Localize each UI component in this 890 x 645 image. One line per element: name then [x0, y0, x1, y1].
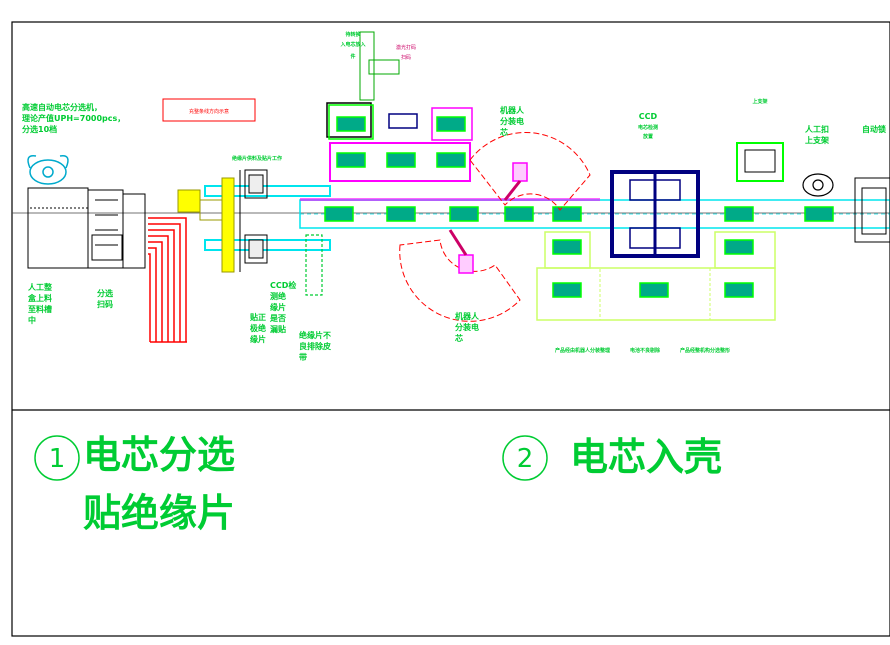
stage-2-circle	[502, 435, 548, 481]
label-reject: 绝缘片不 良排除皮 带	[299, 330, 331, 362]
svg-text:理论产值UPH=7000pcs，: 理论产值UPH=7000pcs，	[22, 113, 125, 123]
svg-text:人工整: 人工整	[28, 282, 52, 292]
svg-text:中: 中	[28, 315, 36, 325]
top-buffer-station	[326, 31, 473, 182]
label-bottom-note-1: 产品经由机器人分装整理	[555, 347, 610, 354]
sorter-machine	[27, 187, 146, 269]
svg-text:入电芯放入: 入电芯放入	[340, 41, 365, 48]
svg-text:测绝: 测绝	[270, 291, 286, 301]
svg-text:件: 件	[350, 53, 355, 60]
battery-trays	[324, 116, 834, 298]
label-ccd: CCD 电芯检测 放置	[638, 112, 658, 140]
label-top-right-note: 激光打码 扫码	[396, 44, 416, 61]
robot-bottom	[399, 229, 521, 322]
label-manual-load: 人工整 盒上料 至料槽 中	[27, 282, 52, 325]
svg-text:电芯检测: 电芯检测	[638, 124, 658, 131]
auto-lock-machine	[854, 177, 890, 243]
label-auto-lock: 自动锁	[862, 124, 886, 134]
svg-text:CCD: CCD	[639, 112, 658, 121]
svg-text:带: 带	[299, 352, 307, 362]
svg-text:人工扣: 人工扣	[805, 124, 829, 134]
note-box	[162, 98, 256, 122]
svg-text:芯: 芯	[455, 333, 463, 343]
svg-text:分装电: 分装电	[500, 116, 524, 126]
label-insulation-feed: 绝缘片供料及贴片工作	[232, 155, 282, 162]
label-red-box: 充整条线方向示意	[189, 108, 229, 115]
svg-text:缘片: 缘片	[270, 302, 286, 312]
stage-1-title-line-1: 电芯分选	[83, 433, 235, 477]
svg-text:贴正: 贴正	[250, 312, 266, 322]
label-bottom-note-3: 产品经整机构分选整形	[680, 347, 730, 354]
stage-1-circle	[34, 435, 80, 481]
label-robot-top: 机器人 分装电 芯	[500, 105, 525, 137]
lower-buffer	[536, 231, 776, 321]
svg-text:激光打码: 激光打码	[396, 44, 416, 51]
svg-text:芯: 芯	[500, 127, 508, 137]
svg-text:良排除皮: 良排除皮	[299, 341, 331, 351]
label-sort-scan: 分选 扫码	[97, 288, 113, 309]
stage-2-title: 电芯入壳	[570, 435, 722, 479]
label-sorter: 高速自动电芯分选机， 理论产值UPH=7000pcs， 分选10档	[22, 102, 125, 134]
label-bottom-note-2: 电池不良剔除	[630, 347, 661, 354]
main-conveyor	[204, 185, 890, 251]
label-robot-bottom: 机器人 分装电 芯	[455, 311, 480, 343]
svg-text:机器人: 机器人	[455, 311, 480, 321]
label-paste-insulation: 贴正 极绝 缘片	[250, 312, 266, 344]
label-upper-bracket: 上支架	[752, 98, 767, 105]
label-ccd-check: CCD检 测绝 缘片 是否 漏贴	[269, 280, 296, 334]
svg-text:放置: 放置	[642, 133, 653, 140]
svg-text:是否: 是否	[269, 313, 286, 323]
svg-text:扫码: 扫码	[97, 299, 113, 309]
ccd-station	[610, 170, 700, 258]
operator-icon-right	[802, 173, 834, 197]
label-top-left-note: 待转换 入电芯放入 件	[340, 31, 365, 60]
operator-icon-left	[27, 155, 69, 185]
svg-text:分选: 分选	[97, 288, 113, 298]
reject-belt	[305, 234, 323, 296]
label-manual-bracket: 人工扣 上支架	[805, 124, 829, 145]
svg-text:分选10档: 分选10档	[22, 124, 57, 134]
stage-1-title-line-2: 贴绝缘片	[83, 491, 235, 535]
svg-text:极绝: 极绝	[250, 323, 266, 333]
sorting-chutes	[148, 217, 187, 343]
stage-1-number: 1	[49, 444, 66, 474]
svg-text:扫码: 扫码	[401, 54, 411, 61]
svg-text:分装电: 分装电	[455, 322, 479, 332]
svg-text:CCD检: CCD检	[270, 280, 296, 290]
svg-text:待转换: 待转换	[345, 31, 361, 38]
svg-text:上支架: 上支架	[805, 135, 829, 145]
robot-top	[469, 132, 591, 211]
insulation-paste-unit	[239, 169, 268, 272]
svg-text:机器人: 机器人	[500, 105, 525, 115]
svg-text:盒上料: 盒上料	[27, 293, 52, 303]
yellow-feeder	[177, 177, 235, 273]
svg-text:至料槽: 至料槽	[28, 304, 52, 314]
svg-text:绝缘片不: 绝缘片不	[299, 330, 331, 340]
drawing-frame	[11, 21, 890, 637]
upper-bracket-station	[736, 142, 784, 182]
svg-text:缘片: 缘片	[250, 334, 266, 344]
svg-text:漏贴: 漏贴	[270, 324, 286, 334]
svg-text:高速自动电芯分选机，: 高速自动电芯分选机，	[22, 102, 102, 112]
stage-2-number: 2	[517, 444, 534, 474]
